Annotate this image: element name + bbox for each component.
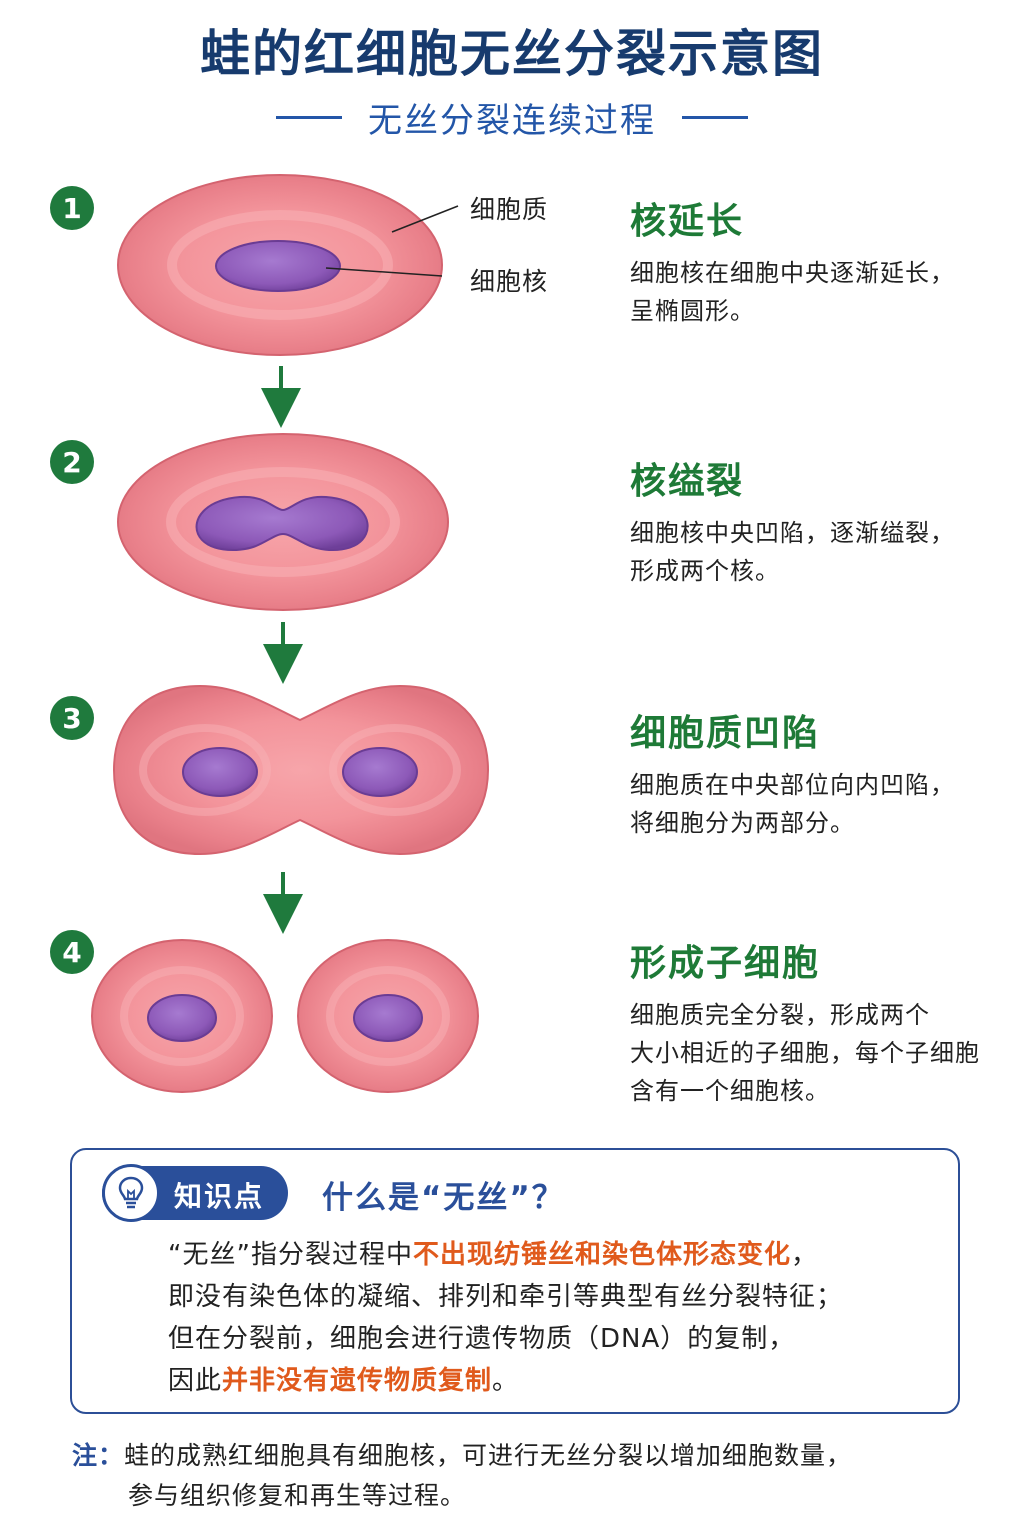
step-1-badge: 1 [50, 186, 94, 230]
cell-step-2 [117, 433, 449, 611]
cytoplasm-label: 细胞质 [470, 195, 549, 224]
step-2-desc-line: 细胞核中央凹陷，逐渐缢裂， [630, 519, 955, 547]
step-4-badge: 4 [50, 930, 94, 974]
knowledge-line-1: “无丝”指分裂过程中不出现纺锤丝和染色体形态变化， [168, 1234, 948, 1276]
knowledge-text: “无丝”指分裂过程中 [168, 1240, 413, 1270]
note-line-2: 参与组织修复和再生等过程。 [128, 1481, 467, 1510]
subtitle-divider-left [276, 115, 342, 119]
step-1-desc-line: 细胞核在细胞中央逐渐延长， [630, 259, 955, 287]
step-3-title: 细胞质凹陷 [630, 713, 821, 754]
nucleus-step-3-left [182, 747, 258, 797]
nucleus-label: 细胞核 [470, 267, 549, 296]
step-1-desc-line: 呈椭圆形。 [630, 297, 755, 325]
nucleus-step-4-left [147, 994, 217, 1042]
step-3-desc-line: 细胞质在中央部位向内凹陷， [630, 771, 955, 799]
knowledge-tag: 知识点 [102, 1164, 288, 1222]
nucleus-step-4-right [353, 994, 423, 1042]
step-2-badge: 2 [50, 440, 94, 484]
step-4-desc: 细胞质完全分裂，形成两个 大小相近的子细胞，每个子细胞 含有一个细胞核。 [630, 996, 1010, 1110]
step-4-title: 形成子细胞 [630, 943, 821, 984]
step-1-desc: 细胞核在细胞中央逐渐延长， 呈椭圆形。 [630, 254, 1010, 330]
step-4-desc-line: 大小相近的子细胞，每个子细胞 [630, 1039, 980, 1067]
cell-step-3 [112, 684, 490, 856]
cell-step-1 [117, 174, 459, 356]
nucleus-step-3-right [342, 747, 418, 797]
footnote: 注：蛙的成熟红细胞具有细胞核，可进行无丝分裂以增加细胞数量， 参与组织修复和再生… [72, 1436, 972, 1516]
knowledge-box: 知识点 什么是“无丝”？ “无丝”指分裂过程中不出现纺锤丝和染色体形态变化， 即… [70, 1148, 960, 1414]
subtitle-row: 无丝分裂连续过程 [0, 92, 1024, 142]
step-4-desc-line: 含有一个细胞核。 [630, 1077, 830, 1105]
page-subtitle: 无丝分裂连续过程 [368, 100, 656, 141]
nucleus-step-1 [215, 240, 341, 292]
step-2-desc: 细胞核中央凹陷，逐渐缢裂， 形成两个核。 [630, 514, 1010, 590]
knowledge-question: 什么是“无丝”？ [322, 1180, 565, 1216]
page-title: 蛙的红细胞无丝分裂示意图 [200, 25, 824, 83]
knowledge-highlight: 并非没有遗传物质复制 [222, 1366, 493, 1396]
daughter-cell-left [91, 939, 273, 1093]
knowledge-line-2: 即没有染色体的凝缩、排列和牵引等典型有丝分裂特征； [168, 1282, 844, 1312]
knowledge-text: 。 [492, 1366, 520, 1396]
cytoplasm-pointer [391, 205, 459, 233]
step-3-badge: 3 [50, 696, 94, 740]
lightbulb-icon [102, 1164, 160, 1222]
subtitle-divider-right [682, 115, 748, 119]
step-3-desc-line: 将细胞分为两部分。 [630, 809, 855, 837]
daughter-cell-right [297, 939, 479, 1093]
step-4-desc-line: 细胞质完全分裂，形成两个 [630, 1001, 930, 1029]
knowledge-highlight: 不出现纺锤丝和染色体形态变化 [412, 1240, 791, 1270]
nucleus-step-2 [195, 495, 369, 551]
knowledge-tag-label: 知识点 [174, 1180, 265, 1213]
knowledge-line-3: 但在分裂前，细胞会进行遗传物质（DNA）的复制， [168, 1324, 796, 1354]
knowledge-body: “无丝”指分裂过程中不出现纺锤丝和染色体形态变化， 即没有染色体的凝缩、排列和牵… [168, 1234, 948, 1402]
mitosis-diagram [91, 174, 490, 1093]
step-2-title: 核缢裂 [630, 461, 745, 502]
step-2-desc-line: 形成两个核。 [630, 557, 780, 585]
nucleus-pointer [325, 267, 443, 277]
knowledge-text: ， [790, 1240, 818, 1270]
note-line-1: 蛙的成熟红细胞具有细胞核，可进行无丝分裂以增加细胞数量， [124, 1441, 853, 1470]
step-1-title: 核延长 [630, 201, 745, 242]
step-3-desc: 细胞质在中央部位向内凹陷， 将细胞分为两部分。 [630, 766, 1010, 842]
knowledge-line-4: 因此并非没有遗传物质复制。 [168, 1360, 948, 1402]
note-label: 注： [72, 1441, 125, 1470]
knowledge-text: 因此 [168, 1366, 223, 1396]
